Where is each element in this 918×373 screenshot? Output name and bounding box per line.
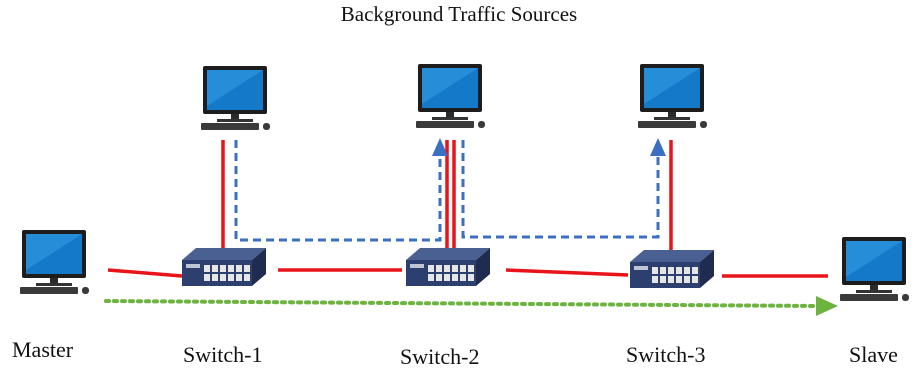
computer-source-2 xyxy=(416,64,485,128)
computer-slave xyxy=(840,237,909,301)
switch-3 xyxy=(630,250,714,288)
label-slave: Slave xyxy=(849,342,898,367)
page-title: Background Traffic Sources xyxy=(340,2,578,26)
link-switch2-switch3 xyxy=(505,268,629,277)
label-switch-3: Switch-3 xyxy=(626,342,706,367)
label-master: Master xyxy=(12,337,74,362)
switch-2 xyxy=(406,248,490,286)
bg-arrow-2 xyxy=(650,138,666,156)
bg-path-1 xyxy=(234,140,442,242)
sync-traffic-path xyxy=(104,299,820,308)
bg-arrow-1 xyxy=(432,138,448,156)
background-traffic-paths xyxy=(234,140,660,242)
link-master-switch1 xyxy=(107,268,183,278)
switch-1 xyxy=(182,248,266,286)
computer-source-1 xyxy=(201,66,270,130)
label-switch-1: Switch-1 xyxy=(183,342,263,367)
computer-source-3 xyxy=(638,64,707,128)
computer-master xyxy=(20,230,89,294)
bg-path-2 xyxy=(461,140,660,239)
label-switch-2: Switch-2 xyxy=(400,344,480,369)
sync-arrow xyxy=(816,296,838,316)
links xyxy=(107,140,828,278)
